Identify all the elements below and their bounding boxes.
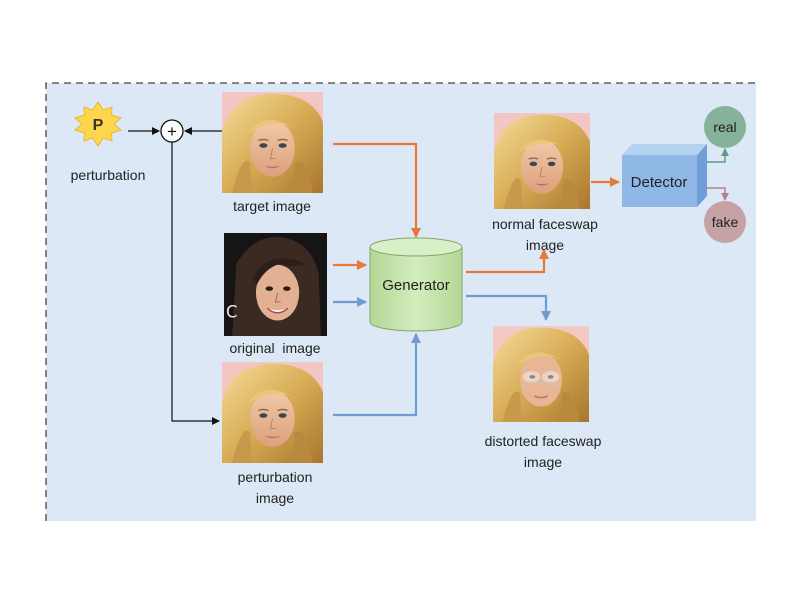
distorted-faceswap-label-line1: distorted faceswap [484, 433, 602, 449]
perturbation-image-label-line2: image [255, 490, 295, 506]
arrow-generator-to-normal-faceswap [466, 249, 549, 274]
perturbation-image-label-line1: perturbation [237, 469, 313, 485]
perturbation-label: perturbation [70, 167, 146, 183]
distorted-faceswap-label-line2: image [523, 454, 563, 470]
arrow-detector-to-fake [707, 187, 729, 201]
arrow-generator-to-distorted-faceswap [466, 294, 551, 321]
original-image [224, 233, 327, 336]
original-image-label: original image [229, 340, 321, 356]
arrow-plus-to-perturbation-image [171, 142, 220, 425]
perturbation-image [222, 362, 323, 463]
real-node: real [704, 106, 746, 148]
detector-label: Detector [631, 174, 688, 191]
normal-faceswap-image [494, 113, 590, 209]
real-label: real [713, 119, 736, 135]
fake-label: fake [712, 214, 739, 230]
perturbation-sun-icon: P [73, 101, 123, 147]
arrow-detector-to-real [707, 148, 729, 163]
normal-faceswap-label-line1: normal faceswap [492, 216, 598, 232]
generator-cylinder: Generator [369, 237, 463, 332]
normal-faceswap-label-line2: image [525, 237, 565, 253]
arrow-perturbation-image-to-generator [333, 333, 421, 417]
plus-operator-icon: + [160, 119, 184, 143]
target-image [222, 92, 323, 193]
arrow-target-to-generator [333, 142, 421, 238]
distorted-faceswap-image [493, 326, 589, 422]
p-symbol: P [93, 117, 104, 134]
fake-node: fake [704, 201, 746, 243]
dashed-border [45, 82, 756, 521]
plus-symbol: + [167, 122, 177, 141]
detector-box: Detector [622, 144, 707, 207]
target-image-label: target image [233, 198, 311, 214]
generator-label: Generator [382, 277, 450, 294]
